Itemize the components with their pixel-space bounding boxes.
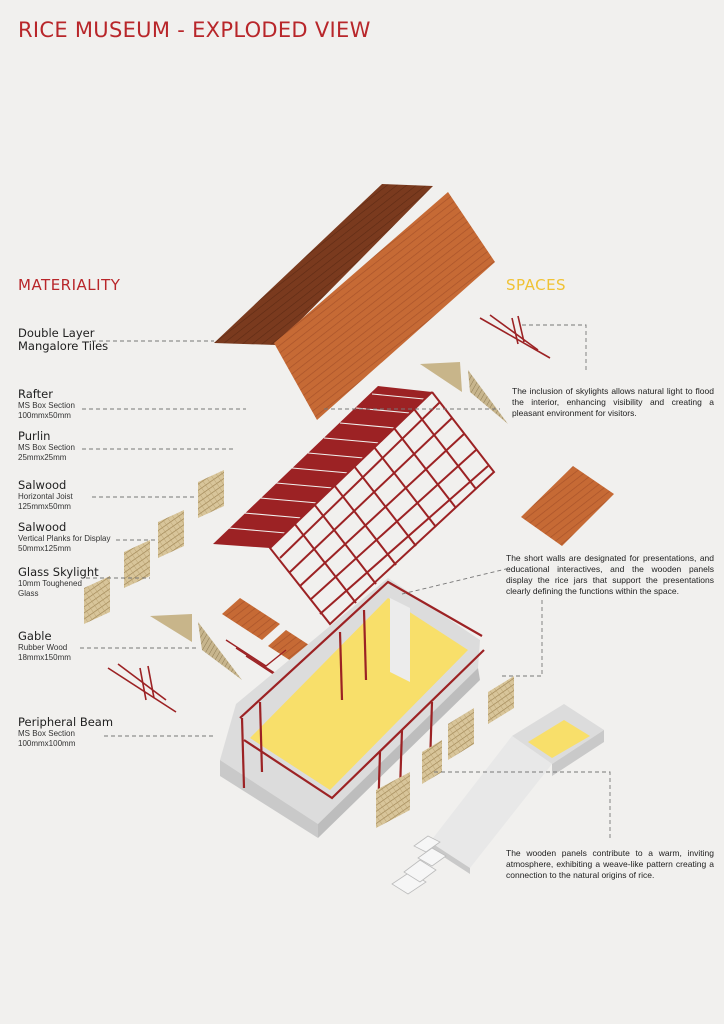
material-name: Salwood — [18, 478, 67, 492]
roof-left-slope — [214, 184, 433, 345]
skylight-frame-fragment — [479, 314, 551, 359]
material-spec: Rubber Wood — [18, 643, 68, 652]
material-name: Double Layer — [18, 326, 95, 340]
spaces-note-short-walls: The short walls are designated for prese… — [506, 553, 714, 596]
material-spec: Horizontal Joist — [18, 492, 73, 501]
material-name: Purlin — [18, 429, 51, 443]
leader-lines — [80, 324, 611, 840]
material-label-glass-skylight: Glass Skylight 10mm Toughened Glass — [18, 566, 99, 599]
salwood-panels-left — [84, 470, 224, 624]
material-spec: MS Box Section — [18, 443, 75, 452]
page-title: RICE MUSEUM - EXPLODED VIEW — [18, 18, 371, 42]
main-building — [220, 578, 485, 838]
material-label-salwood-planks: Salwood Vertical Planks for Display 50mm… — [18, 521, 110, 554]
material-spec-line2: Glass — [18, 589, 39, 598]
material-label-tiles: Double Layer Mangalore Tiles — [18, 327, 108, 353]
salwood-panels-bottom — [376, 676, 514, 828]
material-name: Gable — [18, 629, 52, 643]
material-name-line2: Mangalore Tiles — [18, 339, 109, 353]
material-name: Salwood — [18, 520, 67, 534]
glass-skylight-piece — [468, 370, 508, 424]
annex-building — [391, 704, 604, 895]
material-name: Rafter — [18, 387, 53, 401]
material-name: Peripheral Beam — [18, 715, 114, 729]
material-name: Glass Skylight — [18, 565, 99, 579]
glass-skylight-piece — [420, 362, 462, 392]
spaces-note-wooden-panels: The wooden panels contribute to a warm, … — [506, 848, 714, 880]
spaces-heading: SPACES — [506, 276, 567, 294]
material-spec-line2: 100mmx100mm — [18, 739, 76, 748]
rafter-frame — [213, 386, 496, 626]
material-label-rafter: Rafter MS Box Section 100mmx50mm — [18, 388, 75, 421]
material-spec-line2: 18mmx150mm — [18, 653, 71, 662]
material-label-peripheral-beam: Peripheral Beam MS Box Section 100mmx100… — [18, 716, 113, 749]
material-label-salwood-joist: Salwood Horizontal Joist 125mmx50mm — [18, 479, 73, 512]
spaces-note-skylight: The inclusion of skylights allows natura… — [512, 386, 714, 418]
material-spec: MS Box Section — [18, 729, 75, 738]
material-spec: 10mm Toughened — [18, 579, 82, 588]
beam-fragment — [107, 663, 177, 713]
roof-tiles-layer — [214, 184, 495, 420]
material-label-purlin: Purlin MS Box Section 25mmx25mm — [18, 430, 75, 463]
skylight-glass-pieces — [420, 362, 508, 424]
display-plank-panel — [521, 466, 614, 546]
material-spec: Vertical Planks for Display — [18, 534, 111, 543]
floor-yellow — [250, 598, 468, 790]
materiality-heading: MATERIALITY — [18, 276, 121, 294]
material-spec-line2: 25mmx25mm — [18, 453, 67, 462]
material-spec-line2: 50mmx125mm — [18, 544, 71, 553]
material-spec-line2: 100mmx50mm — [18, 411, 71, 420]
gable-pieces — [150, 614, 242, 680]
material-spec-line2: 125mmx50mm — [18, 502, 71, 511]
material-label-gable: Gable Rubber Wood 18mmx150mm — [18, 630, 71, 663]
material-spec: MS Box Section — [18, 401, 75, 410]
roof-right-slope — [274, 192, 495, 420]
